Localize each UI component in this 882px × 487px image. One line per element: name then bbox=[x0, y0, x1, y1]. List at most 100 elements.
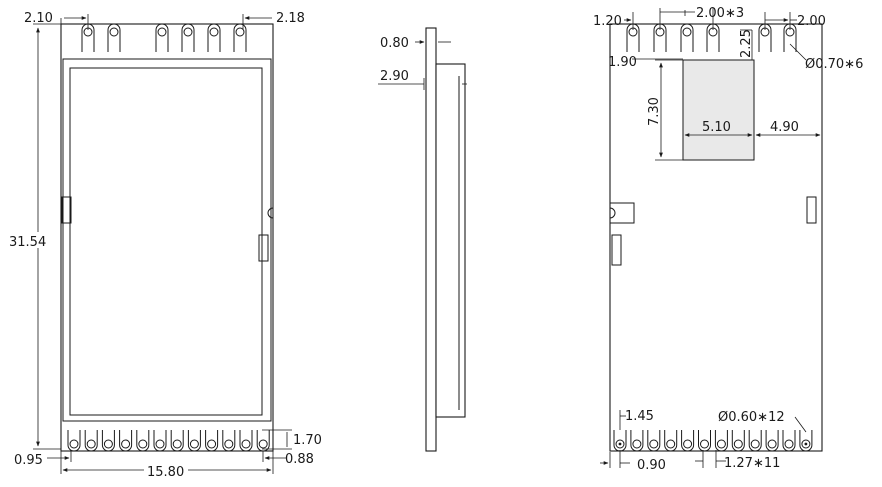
back-pad-right bbox=[806, 196, 817, 224]
dim-total-thickness: 2.90 bbox=[380, 69, 409, 84]
front-top-pin-hole bbox=[235, 27, 245, 37]
front-bottom-pin-hole bbox=[121, 439, 131, 449]
back-bottom-pin-hole bbox=[666, 439, 676, 449]
front-bottom-pin bbox=[67, 430, 81, 452]
side-shield bbox=[435, 63, 466, 418]
dim-line-hole-bottom bbox=[794, 416, 807, 433]
dim-bottom-first: 0.90 bbox=[637, 458, 666, 473]
front-bottom-pin-hole bbox=[155, 439, 165, 449]
back-bottom-pin-dot bbox=[804, 442, 808, 446]
front-top-pin-hole bbox=[209, 27, 219, 37]
dim-top-vertical: 1.90 bbox=[608, 55, 637, 70]
front-bottom-pin-hole bbox=[172, 439, 182, 449]
back-bottom-pin bbox=[765, 430, 779, 452]
front-bottom-pin bbox=[239, 430, 253, 452]
front-bottom-pin bbox=[187, 430, 201, 452]
back-top-pin bbox=[680, 23, 694, 52]
back-pad-notch bbox=[609, 202, 635, 224]
front-bottom-pin bbox=[222, 430, 236, 452]
front-top-pin bbox=[233, 23, 247, 52]
back-bottom-pin-dot bbox=[618, 442, 622, 446]
back-bottom-pin bbox=[782, 430, 796, 452]
back-bottom-pin-hole bbox=[700, 439, 709, 449]
front-bottom-pin-hole bbox=[224, 439, 234, 449]
back-top-pin-hole bbox=[682, 27, 692, 37]
dim-pcb-thickness: 0.80 bbox=[380, 36, 409, 51]
front-view: 2.10 2.18 31.54 1.70 0.95 0.88 15.80 bbox=[5, 11, 322, 480]
back-bottom-pin bbox=[647, 430, 661, 452]
antenna-window bbox=[682, 59, 755, 161]
dim-top-right-pitch: 2.00 bbox=[797, 14, 826, 29]
back-bottom-pin-hole bbox=[632, 439, 642, 449]
shield-inner bbox=[69, 67, 263, 416]
back-bottom-pin-hole bbox=[784, 439, 794, 449]
back-top-pin-row bbox=[626, 23, 797, 52]
dim-window-height: 7.30 bbox=[647, 97, 662, 126]
dim-window-right: 4.90 bbox=[770, 120, 799, 135]
back-bottom-pin bbox=[681, 430, 695, 452]
dim-window-width: 5.10 bbox=[702, 120, 731, 135]
shield-tab-left bbox=[61, 196, 72, 224]
back-bottom-pin bbox=[748, 430, 762, 452]
back-bottom-pin-hole bbox=[683, 439, 693, 449]
dim-line-hole-top bbox=[789, 43, 807, 61]
front-bottom-pin-hole bbox=[103, 439, 113, 449]
front-top-pin-hole bbox=[183, 27, 193, 37]
back-bottom-pin bbox=[714, 430, 728, 452]
dim-height: 31.54 bbox=[9, 235, 46, 250]
dim-top-pitch: 2.00∗3 bbox=[696, 6, 744, 21]
back-bottom-pin-hole bbox=[716, 439, 726, 449]
dim-edge-right: 0.88 bbox=[285, 452, 314, 467]
front-bottom-pin-hole bbox=[138, 439, 148, 449]
back-bottom-pin bbox=[630, 430, 644, 452]
front-bottom-pin bbox=[119, 430, 133, 452]
front-top-pin bbox=[181, 23, 195, 52]
back-pad-left bbox=[611, 234, 622, 266]
front-bottom-pin bbox=[84, 430, 98, 452]
front-top-pin bbox=[155, 23, 169, 52]
dim-pad-height: 1.70 bbox=[293, 433, 322, 448]
back-bottom-pin-row bbox=[613, 430, 813, 452]
front-bottom-pin-hole bbox=[189, 439, 199, 449]
front-top-pin bbox=[207, 23, 221, 52]
back-bottom-pin-hole bbox=[733, 439, 743, 449]
front-board-notch bbox=[267, 207, 274, 219]
dim-hole-top: Ø0.70∗6 bbox=[805, 57, 863, 72]
front-bottom-pin bbox=[153, 430, 167, 452]
front-board-outline bbox=[60, 23, 274, 452]
front-bottom-pin-hole bbox=[258, 439, 268, 449]
dim-edge-left: 0.95 bbox=[14, 453, 43, 468]
shield-tab-right bbox=[258, 234, 269, 262]
front-bottom-pin-hole bbox=[241, 439, 251, 449]
front-top-pin-hole bbox=[157, 27, 167, 37]
front-bottom-pin-hole bbox=[207, 439, 217, 449]
shield-outer bbox=[62, 58, 272, 422]
front-bottom-pin bbox=[101, 430, 115, 452]
back-bottom-pin-hole bbox=[615, 439, 625, 449]
back-bottom-pin bbox=[698, 430, 711, 452]
dim-hole-bottom: Ø0.60∗12 bbox=[718, 410, 785, 425]
dim-pin-offset-left: 2.10 bbox=[24, 11, 53, 26]
dim-bottom-pitch: 1.27∗11 bbox=[724, 456, 780, 471]
dim-width: 15.80 bbox=[147, 465, 184, 480]
back-view: 2.00∗3 1.20 1.90 2.00 2.25 Ø0.70∗6 7.30 … bbox=[593, 6, 863, 473]
front-top-pin bbox=[107, 23, 121, 52]
front-bottom-pin-hole bbox=[86, 439, 96, 449]
front-top-pin-row bbox=[81, 23, 247, 52]
dim-top-left-offset: 1.20 bbox=[593, 14, 622, 29]
front-bottom-pin-hole bbox=[69, 439, 79, 449]
back-bottom-pin bbox=[731, 430, 745, 452]
dim-bottom-left-offset: 1.45 bbox=[625, 409, 654, 424]
side-pcb bbox=[425, 27, 437, 452]
back-bottom-pin bbox=[799, 430, 813, 452]
front-bottom-pin bbox=[136, 430, 150, 452]
back-bottom-pin-hole bbox=[801, 439, 811, 449]
back-board-notch bbox=[609, 207, 616, 219]
front-bottom-pin-row bbox=[67, 430, 270, 452]
back-bottom-pin-hole bbox=[649, 439, 659, 449]
front-bottom-pin bbox=[170, 430, 184, 452]
front-top-pin-hole bbox=[109, 27, 119, 37]
dim-pin-offset-right: 2.18 bbox=[276, 11, 305, 26]
back-bottom-pin bbox=[664, 430, 678, 452]
